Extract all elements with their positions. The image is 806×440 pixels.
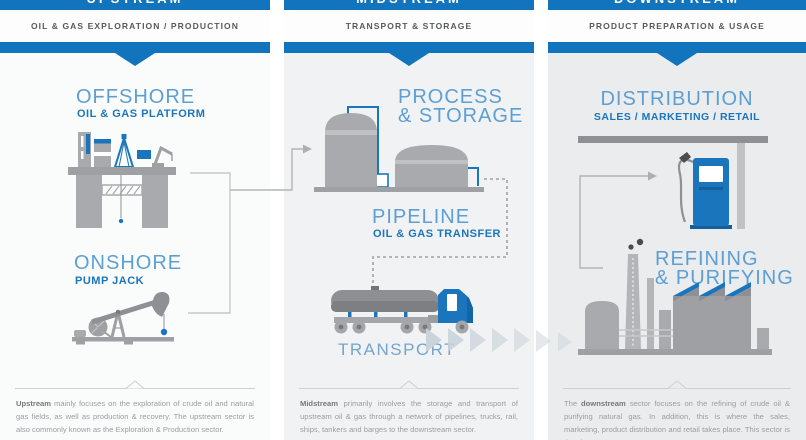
refinery-icon [578,238,772,355]
upstream-blue-bar [0,42,270,53]
midstream-caret-icon [399,380,419,389]
upstream-caret-icon [125,380,145,389]
onshore-title: ONSHORE [74,252,183,274]
midstream-blue-bar [284,42,534,53]
distribution-title: DISTRIBUTION [600,88,754,110]
distribution-caption: SALES / MARKETING / RETAIL [593,111,761,123]
pipeline-title: PIPELINE [372,206,471,228]
upstream-column: UPSTREAM OIL & GAS EXPLORATION / PRODUCT… [0,0,270,440]
midstream-subtitle: TRANSPORT & STORAGE [284,10,534,42]
midstream-header-band: MIDSTREAM [284,0,534,10]
downstream-caret-icon [667,380,687,389]
refining-title-line2: & PURIFYING [655,267,794,289]
offshore-title: OFFSHORE [76,86,196,108]
process-storage-title: PROCESS & STORAGE [398,86,524,127]
onshore-caption: PUMP JACK [75,275,145,287]
upstream-header-label: UPSTREAM [0,0,270,6]
downstream-description: The downstream sector focuses on the ref… [564,399,790,440]
pump-jack-icon [72,291,174,345]
offshore-platform-icon [68,132,176,228]
offshore-caption: OIL & GAS PLATFORM [77,108,206,120]
downstream-header-label: DOWNSTREAM [548,0,806,6]
process-title-line1: PROCESS [398,86,503,108]
transport-label: TRANSPORT [338,340,457,359]
refining-title: REFINING & PURIFYING [655,248,794,289]
downstream-blue-bar [548,42,806,53]
midstream-description: Midstream primarily involves the storage… [300,399,518,434]
upstream-header-band: UPSTREAM [0,0,270,10]
refining-title-line1: REFINING [655,248,759,270]
midstream-column: MIDSTREAM TRANSPORT & STORAGE PROCESS & … [284,0,534,440]
midstream-header-label: MIDSTREAM [284,0,534,6]
downstream-column: DOWNSTREAM PRODUCT PREPARATION & USAGE D… [548,0,806,440]
downstream-down-arrow-icon [657,53,697,66]
upstream-description: Upstream mainly focuses on the explorati… [16,399,254,434]
storage-tanks-icon [314,106,484,192]
downstream-subtitle: PRODUCT PREPARATION & USAGE [548,10,806,42]
upstream-down-arrow-icon [115,53,155,66]
midstream-down-arrow-icon [389,53,429,66]
pipeline-caption: OIL & GAS TRANSFER [373,228,501,240]
fuel-pump-icon [578,136,768,229]
downstream-header-band: DOWNSTREAM [548,0,806,10]
upstream-subtitle: OIL & GAS EXPLORATION / PRODUCTION [0,10,270,42]
tanker-truck-icon [331,286,473,334]
process-title-line2: & STORAGE [398,105,524,127]
